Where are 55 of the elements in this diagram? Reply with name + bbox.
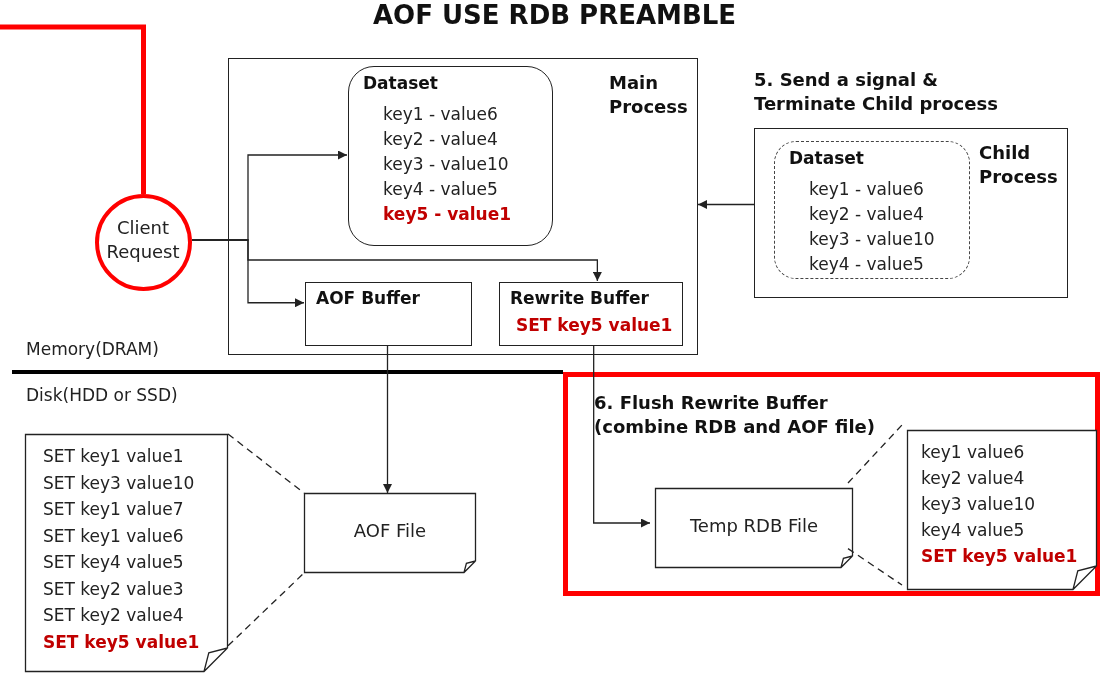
document-page (25, 434, 228, 672)
command-text: SET key5 value1 (921, 545, 1078, 568)
command-text: key1 value6 (921, 441, 1025, 464)
step-label: 6. Flush Rewrite Buffer (combine RDB and AOF file) (594, 391, 876, 439)
region-label: Memory(DRAM) (26, 338, 159, 361)
command-text: SET key1 value1 (43, 445, 184, 468)
command-text: SET key4 value5 (43, 551, 184, 574)
buffer-title: Rewrite Buffer (510, 287, 649, 310)
arrow (383, 344, 392, 494)
command-text: SET key5 value1 (43, 630, 200, 654)
command-text: key4 value5 (921, 519, 1025, 542)
dataset-entry: key3 - value10 (383, 153, 509, 176)
dashed-line (227, 572, 305, 647)
dataset-entry: key3 - value10 (809, 228, 935, 251)
command-text: SET key2 value4 (43, 604, 184, 627)
command-text: SET key1 value7 (43, 498, 184, 521)
arrow (593, 344, 651, 528)
buffer-box (499, 282, 683, 346)
dataset-entry: key1 - value6 (383, 103, 498, 126)
arrow (191, 239, 602, 282)
process-title: Child Process (979, 141, 1059, 189)
buffer-title: AOF Buffer (316, 287, 420, 310)
file-label: Temp RDB File (688, 514, 820, 538)
process-box (754, 128, 1068, 298)
command-text: SET key2 value3 (43, 577, 184, 601)
dataset-entry: key1 - value6 (809, 178, 924, 201)
command-text: SET key3 value10 (43, 471, 195, 495)
highlight-frame (563, 372, 1100, 596)
step-label: 5. Send a signal & Terminate Child process (754, 68, 999, 116)
dataset-entry: key4 - value5 (809, 253, 924, 276)
process-box (228, 58, 698, 355)
dataset-box (348, 66, 553, 246)
file-label: AOF File (352, 519, 428, 543)
command-text: key3 value10 (921, 493, 1036, 516)
buffer-box (305, 282, 472, 346)
dataset-entry: key2 - value4 (809, 203, 924, 226)
region-label: Disk(HDD or SSD) (26, 384, 178, 407)
arrow (697, 200, 755, 209)
dataset-entry: key5 - value1 (383, 203, 512, 226)
dataset-box (774, 141, 970, 279)
dataset-heading: Dataset (363, 72, 438, 95)
dataset-entry: key2 - value4 (383, 128, 498, 151)
file-document (304, 493, 476, 573)
dataset-heading: Dataset (789, 147, 864, 170)
connector-line (0, 24, 146, 194)
dashed-line (847, 424, 903, 484)
command-text: SET key5 value1 (516, 314, 673, 337)
process-title: Main Process (609, 71, 689, 119)
document-page (907, 430, 1097, 590)
command-text: SET key1 value6 (43, 524, 184, 548)
client-label: Client Request (105, 216, 181, 264)
dataset-entry: key4 - value5 (383, 178, 498, 201)
diagram-title: AOF USE RDB PREAMBLE (372, 0, 737, 30)
command-text: key2 value4 (921, 467, 1025, 490)
file-document (655, 488, 853, 568)
